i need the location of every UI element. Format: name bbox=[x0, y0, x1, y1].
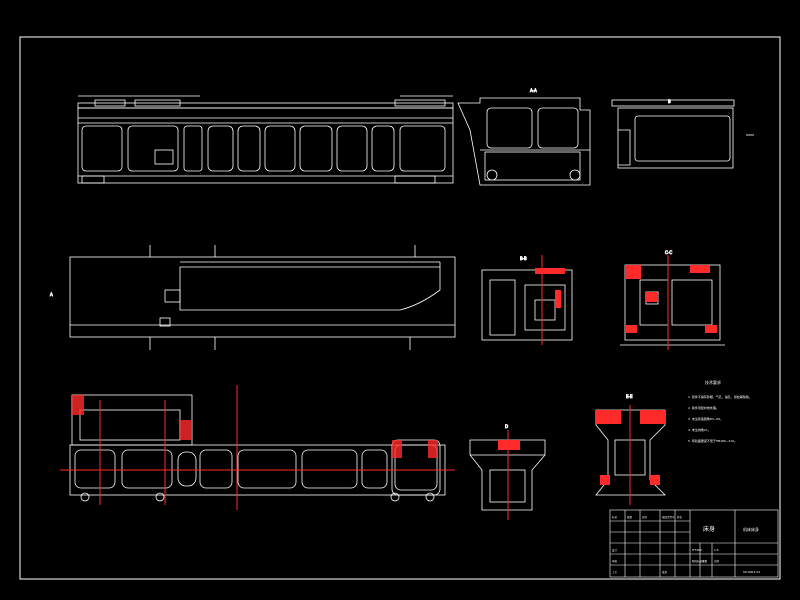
title-block-label: 处数 bbox=[627, 515, 633, 519]
title-block-label: 更改文件号 bbox=[662, 515, 675, 519]
section-view-c: B-B bbox=[481, 256, 573, 341]
title-block-label: 比例 bbox=[714, 559, 720, 563]
hatch-area bbox=[600, 475, 610, 485]
hatch-area bbox=[640, 410, 665, 424]
technical-notes: 技术要求 1. 铸件不得有砂眼、气孔、缩孔、裂纹等缺陷。 2. 铸件须经时效处理… bbox=[688, 379, 752, 443]
hatch-area bbox=[705, 325, 717, 333]
notes-title: 技术要求 bbox=[705, 379, 721, 385]
bottom-section-view bbox=[69, 394, 446, 502]
title-block-label: 批准 bbox=[662, 570, 668, 574]
hatch-area bbox=[498, 440, 520, 450]
note-item: 3. 未注铸造圆角R3~R5。 bbox=[688, 416, 723, 421]
note-item: 2. 铸件须经时效处理。 bbox=[688, 405, 719, 410]
title-block-material: HT300 bbox=[692, 548, 702, 552]
hatch-area bbox=[392, 440, 402, 458]
hatch-area bbox=[72, 395, 84, 415]
title-block-label: 标记 bbox=[612, 515, 618, 519]
section-label-b: B bbox=[668, 99, 671, 104]
section-label-c: B-B bbox=[520, 256, 527, 261]
section-label-e: D bbox=[505, 424, 508, 429]
note-item: 5. 导轨面硬度不低于HB180~210。 bbox=[688, 438, 737, 443]
title-block-drawing-title: 机床床身 bbox=[743, 526, 759, 532]
hatch-area bbox=[596, 410, 621, 424]
title-block-drawing-number: SP-0001-01 bbox=[743, 570, 760, 574]
hatch-area bbox=[625, 265, 641, 279]
plan-view: A bbox=[50, 245, 456, 350]
title-block-label: 阶段标记 bbox=[692, 559, 703, 563]
title-block-label: 工艺 bbox=[612, 570, 618, 574]
title-block-label: 签名 bbox=[677, 515, 683, 519]
section-view-b: B bbox=[611, 99, 754, 169]
title-block-label: 分区 bbox=[642, 515, 648, 519]
hatch-area bbox=[535, 268, 565, 274]
hatch-area bbox=[180, 420, 192, 440]
title-block-scale: 1:5 bbox=[714, 548, 719, 552]
title-block-label: 审核 bbox=[612, 559, 618, 563]
title-block-label: 重量 bbox=[702, 559, 708, 563]
front-elevation-view bbox=[77, 95, 454, 184]
hatch-area bbox=[555, 290, 561, 308]
section-label-a: A-A bbox=[530, 88, 537, 93]
sheet-border bbox=[19, 36, 781, 580]
note-item: 4. 未注倒角C1。 bbox=[688, 427, 711, 432]
hatch-area bbox=[650, 475, 660, 485]
title-block-label: 设计 bbox=[612, 548, 618, 552]
note-item: 1. 铸件不得有砂眼、气孔、缩孔、裂纹等缺陷。 bbox=[688, 394, 752, 399]
title-block bbox=[609, 509, 779, 578]
hatch-area bbox=[645, 292, 657, 302]
hatch-area bbox=[625, 325, 637, 333]
title-block-part-name: 床身 bbox=[703, 525, 715, 533]
section-label-d: C-C bbox=[665, 250, 672, 255]
section-label-f: E-E bbox=[626, 394, 633, 399]
hatch-area bbox=[428, 440, 438, 458]
section-view-a: A-A bbox=[457, 88, 591, 186]
hatch-area bbox=[690, 265, 710, 273]
section-marker-a: A bbox=[50, 292, 53, 297]
